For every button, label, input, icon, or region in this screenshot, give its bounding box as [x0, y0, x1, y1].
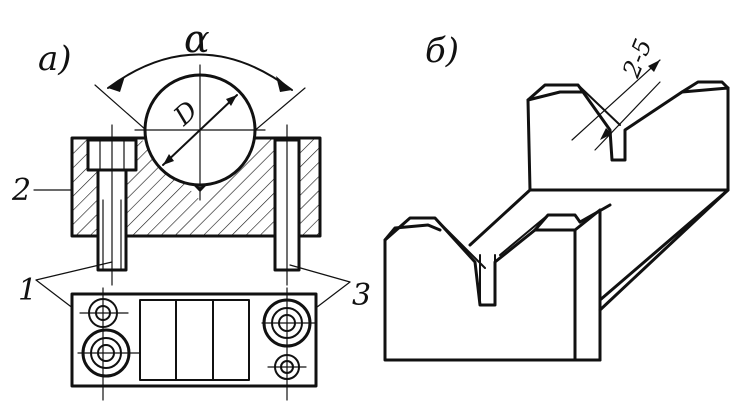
- workpiece-circle: D: [134, 64, 266, 201]
- angle-dimension: α: [94, 17, 306, 161]
- panel-a: а) α: [11, 17, 371, 401]
- dowel-pin-right: [273, 124, 301, 286]
- callout-3: 3: [352, 278, 371, 313]
- vblock-isometric: [383, 80, 730, 362]
- panel-b-label: б): [425, 31, 459, 71]
- fixture-plan-view: [70, 287, 318, 401]
- angle-label: α: [184, 17, 210, 61]
- chamfer-label: 2-5: [617, 35, 658, 82]
- callout-2: 2: [11, 173, 31, 208]
- screw-left: [86, 124, 138, 286]
- callout-1: 1: [18, 273, 37, 308]
- panel-b: б): [383, 31, 730, 362]
- panel-a-label: а): [38, 39, 72, 79]
